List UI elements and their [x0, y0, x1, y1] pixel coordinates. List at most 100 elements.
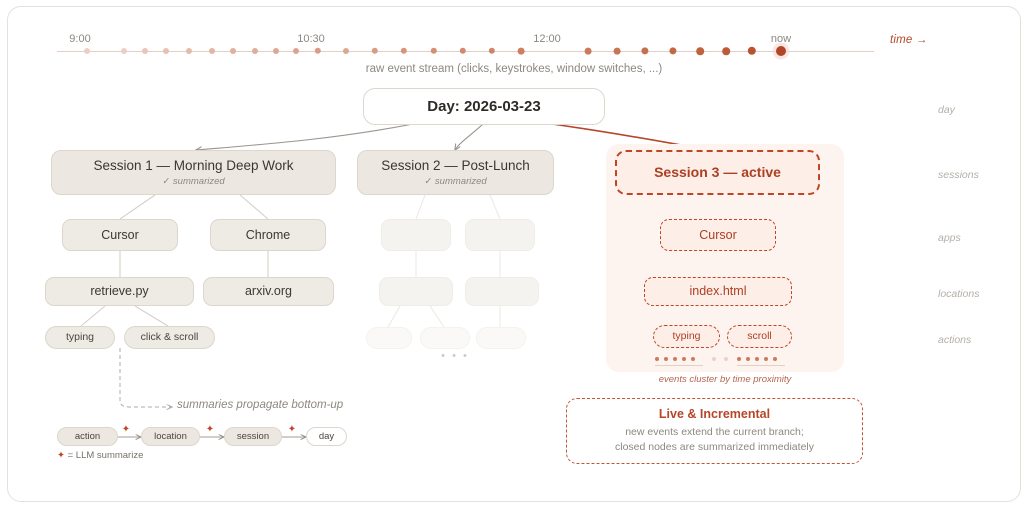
live-box-title: Live & Incremental [658, 406, 771, 421]
timeline-event-dot [747, 46, 757, 56]
timeline-event-dot [400, 47, 408, 55]
propagate-caption: summaries propagate bottom-up [177, 399, 344, 411]
node-ghost-act-c [476, 327, 526, 349]
cluster-dot-dim [712, 357, 716, 361]
timeline-event-dot [273, 48, 279, 54]
summarize-legend-text: = LLM summarize [67, 450, 144, 461]
cluster-underline-1 [655, 365, 703, 366]
node-ghost-act-a [366, 327, 412, 349]
live-box-line1: new events extend the current branch; [625, 425, 804, 438]
live-incremental-box: Live & Incremental new events extend the… [566, 398, 863, 464]
node-location-arxiv-label: arxiv.org [244, 284, 292, 299]
cluster-dot [764, 357, 768, 361]
node-session-2-status: ✓ summarized [424, 176, 487, 188]
cluster-dot [746, 357, 750, 361]
node-location-index-html-label: index.html [689, 284, 747, 299]
row-label-actions: actions [938, 334, 972, 346]
sparkle-icon: ✦ [57, 450, 65, 461]
node-ghost-loc-b [465, 277, 539, 306]
timeline-event-dot [613, 47, 621, 55]
session-2-collapsed-marker: • • • [441, 350, 469, 362]
node-location-retrieve-py[interactable]: retrieve.py [45, 277, 194, 306]
timeline-tick-1030: 10:30 [297, 33, 325, 45]
chain-pill-location[interactable]: location [141, 427, 200, 446]
timeline-event-dot [121, 48, 127, 54]
row-label-day: day [938, 104, 955, 116]
node-location-retrieve-py-label: retrieve.py [90, 284, 149, 299]
chain-pill-day[interactable]: day [306, 427, 347, 446]
node-action-scroll-s3[interactable]: scroll [727, 325, 792, 348]
node-day[interactable]: Day: 2026-03-23 [363, 88, 605, 125]
timeline-event-dot [163, 48, 169, 54]
event-cluster-1 [655, 357, 695, 361]
node-location-arxiv[interactable]: arxiv.org [203, 277, 334, 306]
cluster-dot [691, 357, 695, 361]
sparkle-icon: ✦ [121, 424, 131, 435]
node-session-3-active[interactable]: Session 3 — active [615, 150, 820, 195]
node-session-2[interactable]: Session 2 — Post-Lunch ✓ summarized [357, 150, 554, 195]
node-session-2-title: Session 2 — Post-Lunch [381, 157, 530, 173]
timeline-event-dot [293, 48, 299, 54]
node-action-click-scroll-s1[interactable]: click & scroll [124, 326, 215, 349]
node-app-cursor-s1-label: Cursor [101, 227, 139, 242]
node-ghost-loc-a [379, 277, 453, 306]
node-day-label: Day: 2026-03-23 [427, 97, 541, 115]
node-action-typing-s1-label: typing [65, 331, 95, 344]
timeline-event-dot [459, 47, 467, 55]
node-ghost-app-b [465, 219, 535, 251]
timeline-tick-1200: 12:00 [533, 33, 561, 45]
chain-pill-session[interactable]: session [224, 427, 282, 446]
row-label-apps: apps [938, 232, 961, 244]
node-action-typing-s1[interactable]: typing [45, 326, 115, 349]
timeline-event-dot [722, 47, 730, 55]
cluster-dot [664, 357, 668, 361]
node-session-1[interactable]: Session 1 — Morning Deep Work ✓ summariz… [51, 150, 336, 195]
cluster-dot [682, 357, 686, 361]
timeline-event-dot [186, 48, 192, 54]
cluster-caption: events cluster by time proximity [658, 374, 792, 385]
cluster-dot [737, 357, 741, 361]
summarize-legend: ✦ = LLM summarize [57, 450, 143, 461]
timeline-event-dot [696, 47, 704, 55]
cluster-dot [773, 357, 777, 361]
node-location-index-html[interactable]: index.html [644, 277, 792, 306]
timeline-event-dot [230, 48, 236, 54]
node-app-cursor-s1[interactable]: Cursor [62, 219, 178, 251]
row-label-sessions: sessions [938, 169, 979, 181]
timeline-event-dot [584, 47, 592, 55]
node-action-scroll-s3-label: scroll [747, 330, 772, 343]
timeline-tick-900: 9:00 [69, 33, 91, 45]
timeline-event-dot [641, 47, 649, 55]
timeline-event-dot [84, 48, 90, 54]
timeline-event-dot [488, 47, 496, 55]
timeline-event-dot [371, 47, 379, 55]
node-session-1-status: ✓ summarized [162, 176, 225, 188]
timeline-caption: raw event stream (clicks, keystrokes, wi… [365, 63, 663, 75]
node-app-cursor-s3[interactable]: Cursor [660, 219, 776, 251]
cluster-underline-2 [737, 365, 785, 366]
time-arrow-label: time → [890, 34, 928, 46]
node-action-typing-s3[interactable]: typing [653, 325, 720, 348]
node-action-typing-s3-label: typing [672, 330, 701, 343]
chain-pill-action[interactable]: action [57, 427, 118, 446]
node-app-chrome-s1-label: Chrome [245, 227, 291, 242]
timeline-event-dot [669, 47, 677, 55]
node-ghost-act-b [420, 327, 470, 349]
timeline-event-dot [517, 47, 525, 55]
node-session-3-title: Session 3 — active [654, 164, 781, 181]
timeline-tick-now: now [770, 33, 792, 45]
node-app-chrome-s1[interactable]: Chrome [210, 219, 326, 251]
timeline-event-dot [252, 48, 258, 54]
event-cluster-2 [737, 357, 777, 361]
event-cluster-gap [712, 357, 728, 361]
cluster-dot-dim [724, 357, 728, 361]
live-box-line2: closed nodes are summarized immediately [614, 441, 814, 453]
node-session-1-title: Session 1 — Morning Deep Work [93, 157, 294, 173]
timeline-dot-now [776, 46, 786, 56]
node-app-cursor-s3-label: Cursor [699, 227, 737, 242]
timeline-event-dot [343, 48, 349, 54]
sparkle-icon: ✦ [205, 424, 215, 435]
cluster-dot [655, 357, 659, 361]
timeline-event-dot [209, 48, 215, 54]
cluster-dot [673, 357, 677, 361]
